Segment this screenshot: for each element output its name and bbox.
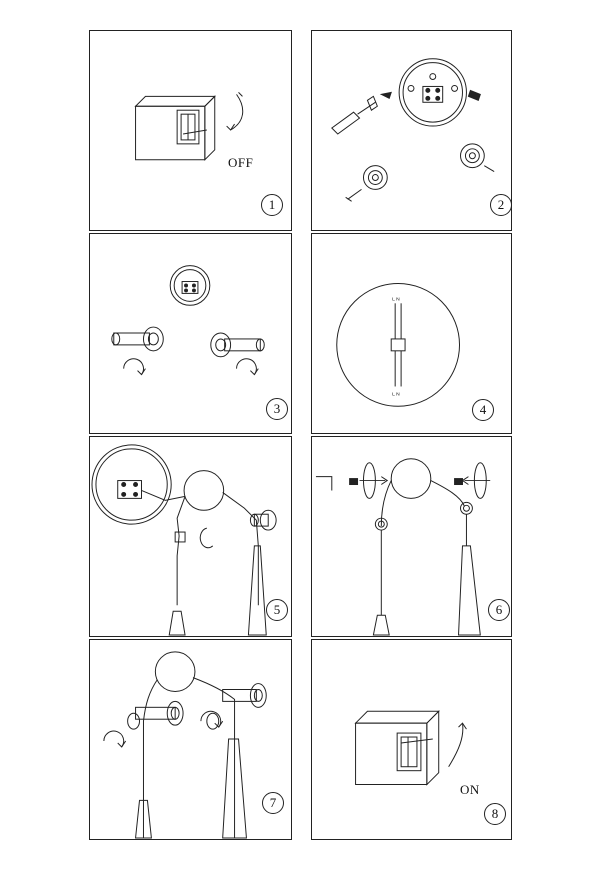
- step-number-5: 5: [266, 599, 288, 621]
- wire-label-bottom: L N: [392, 391, 400, 397]
- mounting-plate-screwdriver-illustration: [331, 58, 495, 202]
- switch-off-illustration: [134, 92, 244, 161]
- step-5-panel: 5: [89, 436, 292, 637]
- step-number-8: 8: [484, 803, 506, 825]
- wiring-diagram-illustration: L N L N: [336, 283, 461, 407]
- wire-label-top: L N: [392, 296, 400, 302]
- step-2-panel: 2: [311, 30, 512, 231]
- step-number-3: 3: [266, 398, 288, 420]
- step-number-6: 6: [488, 599, 510, 621]
- step-number-2: 2: [490, 194, 512, 216]
- arm-tighten-illustration: [103, 651, 267, 839]
- step-number-1: 1: [261, 194, 283, 216]
- lamp-wiring-connection-illustration: [91, 444, 277, 636]
- step-6-panel: 6: [311, 436, 512, 637]
- bracket-and-arm-rotate-illustration: [111, 265, 265, 376]
- on-label: ON: [460, 782, 480, 797]
- switch-on-illustration: [354, 710, 467, 786]
- arm-screw-fixing-illustration: [315, 458, 491, 636]
- step-number-7: 7: [262, 792, 284, 814]
- step-4-panel: L N L N 4: [311, 233, 512, 434]
- step-3-panel: 3: [89, 233, 292, 434]
- step-8-panel: ON 8: [311, 639, 512, 840]
- step-number-4: 4: [472, 399, 494, 421]
- off-label: OFF: [228, 155, 254, 170]
- step-7-panel: 7: [89, 639, 292, 840]
- step-1-panel: OFF 1: [89, 30, 292, 231]
